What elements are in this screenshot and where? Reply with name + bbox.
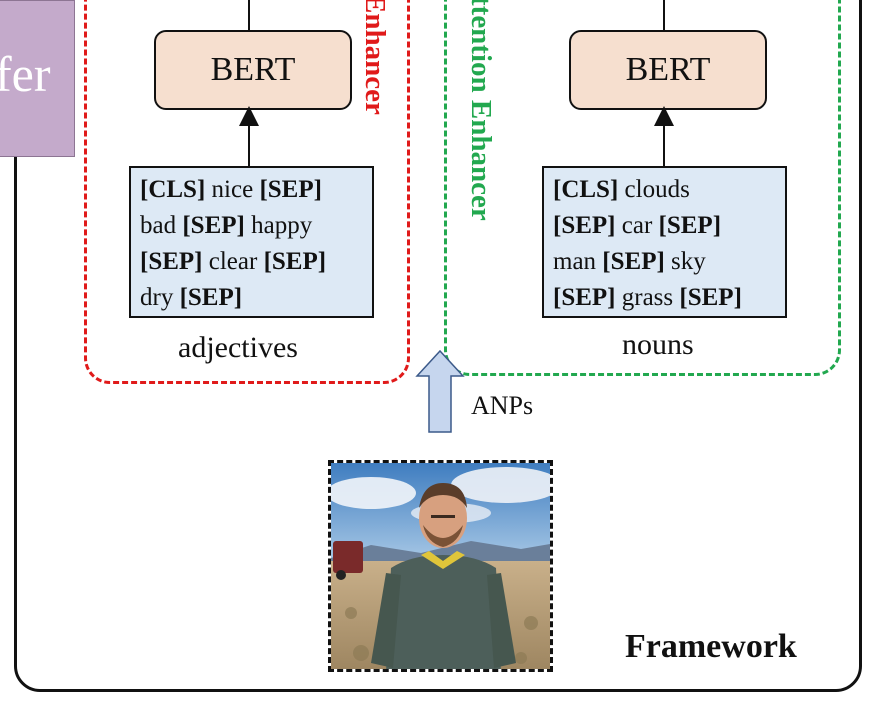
token-line: [CLS] clouds: [553, 172, 785, 208]
word-token: grass: [615, 284, 680, 311]
special-token: [SEP]: [553, 212, 616, 239]
special-token: [SEP]: [679, 284, 742, 311]
anps-label: ANPs: [471, 391, 534, 420]
special-token: [SEP]: [182, 212, 245, 239]
adjective-enhancer-region: [84, 0, 410, 384]
special-token: [SEP]: [553, 284, 616, 311]
special-token: [CLS]: [553, 176, 619, 203]
word-token: sky: [664, 248, 706, 275]
noun-enhancer-region: [444, 0, 841, 376]
word-token: clouds: [618, 176, 690, 203]
special-token: [SEP]: [658, 212, 722, 239]
bert-label-right: BERT: [625, 51, 711, 88]
bert-block-left: BERT: [154, 30, 352, 110]
person-photo-illustration: [331, 463, 550, 669]
token-line: [SEP] clear [SEP]: [140, 244, 372, 280]
framework-label: Framework: [625, 628, 797, 665]
word-token: bad: [140, 212, 183, 239]
word-token: dry: [140, 284, 180, 311]
special-token: [SEP]: [602, 248, 665, 275]
framework-frame: [14, 0, 862, 692]
word-token: clear: [202, 248, 264, 275]
word-token: nice: [205, 176, 260, 203]
special-token: [CLS]: [140, 176, 206, 203]
token-line: [SEP] car [SEP]: [553, 208, 785, 244]
word-token: happy: [244, 212, 313, 239]
top-connector-left: [248, 0, 250, 30]
nouns-caption: nouns: [622, 328, 694, 361]
token-line: dry [SEP]: [140, 280, 372, 316]
token-line: man [SEP] sky: [553, 244, 785, 280]
special-token: [SEP]: [263, 248, 327, 275]
special-token: [SEP]: [259, 176, 322, 203]
word-token: car: [615, 212, 659, 239]
left-module-block: fer: [0, 0, 75, 157]
adjective-token-box: [CLS] nice [SEP]bad [SEP] happy[SEP] cle…: [129, 166, 374, 318]
special-token: [SEP]: [179, 284, 243, 311]
word-token: man: [553, 248, 603, 275]
left-module-text: fer: [0, 46, 51, 102]
token-line: [CLS] nice [SEP]: [140, 172, 372, 208]
top-connector-right: [663, 0, 665, 30]
bert-label-left: BERT: [210, 51, 296, 88]
input-image: [328, 460, 553, 672]
token-line: [SEP] grass [SEP]: [553, 280, 785, 316]
anps-up-arrow: [415, 349, 465, 433]
token-line: bad [SEP] happy: [140, 208, 372, 244]
noun-token-box: [CLS] clouds[SEP] car [SEP]man [SEP] sky…: [542, 166, 787, 318]
adjectives-caption: adjectives: [178, 331, 298, 364]
special-token: [SEP]: [140, 248, 203, 275]
